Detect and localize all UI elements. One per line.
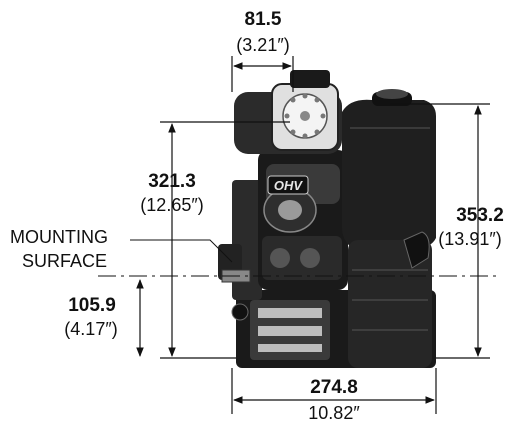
dim-top-width-inch: (3.21″): [236, 35, 290, 55]
ohv-badge: OHV: [267, 175, 309, 195]
fuel-tank: [342, 99, 436, 249]
ohv-badge-text: OHV: [274, 178, 304, 193]
mounting-leader-line: [130, 239, 233, 263]
dim-height-mount-inch: (12.65″): [140, 195, 204, 215]
mounting-label-line2: SURFACE: [22, 251, 108, 271]
dim-overall-width-mm: 274.8: [310, 377, 358, 398]
dim-mount-base-inch: (4.17″): [64, 319, 118, 339]
mounting-label-line1: MOUNTING: [10, 227, 108, 247]
dim-overall-height-mm: 353.2: [456, 205, 504, 226]
dim-height-mount-mm: 321.3: [148, 171, 196, 192]
dim-overall-width-inch: 10.82″: [308, 403, 360, 423]
engine-illustration: OHV: [218, 70, 436, 368]
dim-mount-base-mm: 105.9: [68, 295, 116, 316]
dim-top-width-mm: 81.5: [244, 9, 282, 30]
dim-overall-height-inch: (13.91″): [438, 229, 502, 249]
starter-handle: [403, 231, 430, 269]
